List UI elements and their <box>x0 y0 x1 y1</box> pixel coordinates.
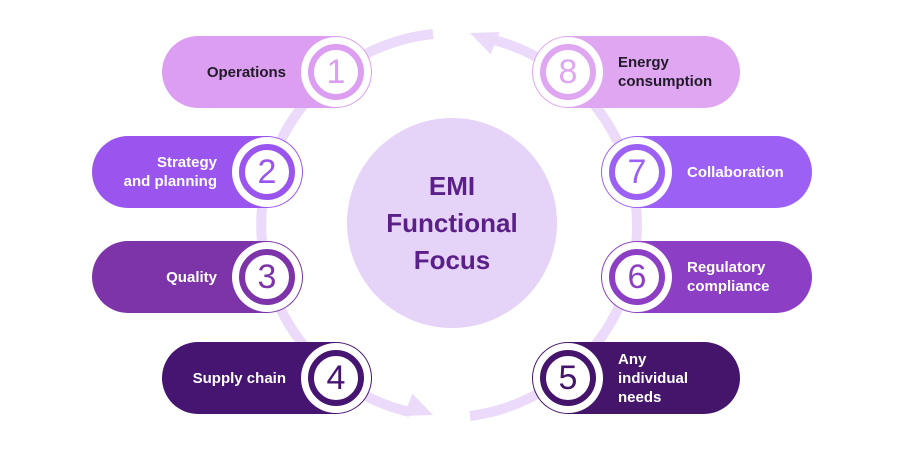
pill-energy-consumption: Energy consumption 8 <box>532 36 740 108</box>
pill-collaboration: Collaboration 7 <box>601 136 812 208</box>
pill-number-badge: 7 <box>602 137 672 207</box>
pill-number-badge: 8 <box>533 37 603 107</box>
pill-number-badge: 5 <box>533 343 603 413</box>
flow-arrowhead-bottom-icon <box>403 393 433 417</box>
badge-ring: 8 <box>540 44 596 100</box>
pill-label: Energy consumption <box>618 54 713 90</box>
pill-quality: Quality 3 <box>92 241 303 313</box>
pill-label: Operations <box>206 63 286 81</box>
pill-label: Quality <box>166 268 217 286</box>
pill-label: Regulatory compliance <box>687 259 770 295</box>
step-number: 4 <box>326 359 346 397</box>
pill-label: Strategy and planning <box>123 154 217 190</box>
pill-regulatory-compliance: Regulatory compliance 6 <box>601 241 812 313</box>
step-number: 2 <box>257 153 277 191</box>
badge-ring: 3 <box>239 249 295 305</box>
pill-number-badge: 6 <box>602 242 672 312</box>
step-number: 7 <box>627 153 647 191</box>
diagram-title: EMI Functional Focus <box>386 170 518 275</box>
step-number: 1 <box>326 53 346 91</box>
pill-label: Any individual needs <box>618 350 689 406</box>
pill-label: Supply chain <box>192 369 286 387</box>
badge-ring: 5 <box>540 350 596 406</box>
center-hub: EMI Functional Focus <box>347 118 557 328</box>
pill-number-badge: 1 <box>301 37 371 107</box>
pill-operations: Operations 1 <box>162 36 372 108</box>
pill-label: Collaboration <box>687 163 784 181</box>
badge-ring: 6 <box>609 249 665 305</box>
step-number: 5 <box>558 359 578 397</box>
pill-strategy-and-planning: Strategy and planning 2 <box>92 136 303 208</box>
pill-supply-chain: Supply chain 4 <box>162 342 372 414</box>
pill-number-badge: 3 <box>232 242 302 312</box>
step-number: 3 <box>257 258 277 296</box>
step-number: 8 <box>558 53 578 91</box>
step-number: 6 <box>627 258 647 296</box>
badge-ring: 4 <box>308 350 364 406</box>
flow-arrowhead-top-icon <box>470 31 500 55</box>
badge-ring: 2 <box>239 144 295 200</box>
pill-number-badge: 2 <box>232 137 302 207</box>
pill-number-badge: 4 <box>301 343 371 413</box>
badge-ring: 1 <box>308 44 364 100</box>
badge-ring: 7 <box>609 144 665 200</box>
pill-any-individual-needs: Any individual needs 5 <box>532 342 740 414</box>
